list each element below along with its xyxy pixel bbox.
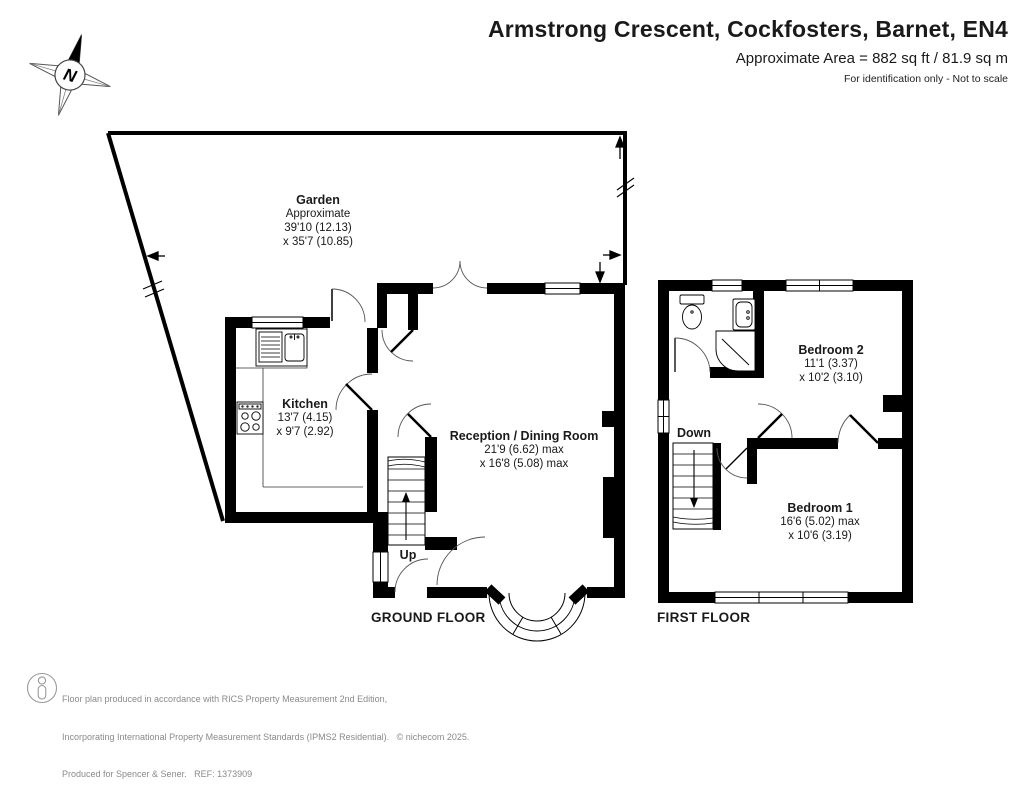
first-floor-doors xyxy=(674,337,879,479)
bedroom2-label: Bedroom 2 11'1 (3.37) x 10'2 (3.10) xyxy=(798,343,863,385)
garden-label: Garden Approximate 39'10 (12.13) x 35'7 … xyxy=(283,193,353,249)
stairs-down-label: Down xyxy=(677,426,712,440)
first-floor-stairs xyxy=(672,442,714,530)
footer-line1: Floor plan produced in accordance with R… xyxy=(62,694,388,704)
footer-disclaimer: Floor plan produced in accordance with R… xyxy=(62,668,469,793)
ground-floor-stairs xyxy=(387,456,426,546)
reception-dim2: x 16'8 (5.08) max xyxy=(479,458,569,470)
stairs-up-label: Up xyxy=(399,548,417,562)
bedroom1-label: Bedroom 1 16'6 (5.02) max x 10'6 (3.19) xyxy=(780,501,860,543)
bedroom1-dim1: 16'6 (5.02) max xyxy=(780,516,860,528)
garden-note: Approximate xyxy=(285,208,351,220)
garden-dimension-arrows xyxy=(146,135,625,284)
approximate-area: Approximate Area = 882 sq ft / 81.9 sq m xyxy=(735,50,1008,67)
page-title: Armstrong Crescent, Cockfosters, Barnet,… xyxy=(487,16,1008,42)
ground-floor-label: GROUND FLOOR xyxy=(371,610,486,625)
garden-dim2: x 35'7 (10.85) xyxy=(283,236,353,248)
bedroom2-name: Bedroom 2 xyxy=(798,343,864,357)
basin-icon xyxy=(732,298,756,331)
footer-line3: Produced for Spencer & Sener. REF: 13739… xyxy=(62,769,253,779)
kitchen-hob xyxy=(236,401,264,435)
ground-floor-walls xyxy=(225,283,625,598)
bedroom2-dim2: x 10'2 (3.10) xyxy=(799,372,863,384)
first-floor-windows xyxy=(657,279,854,604)
garden-name: Garden xyxy=(296,193,340,207)
svg-text:N: N xyxy=(61,65,79,87)
reception-dim1: 21'9 (6.62) max xyxy=(484,444,564,456)
first-floor-walls xyxy=(658,280,913,603)
kitchen-label: Kitchen 13'7 (4.15) x 9'7 (2.92) xyxy=(276,397,333,439)
kitchen-sink xyxy=(255,328,308,367)
shower-icon xyxy=(715,330,756,372)
floor-plan-canvas: N xyxy=(29,34,913,642)
plan-header: Armstrong Crescent, Cockfosters, Barnet,… xyxy=(488,16,1008,85)
kitchen-dim1: 13'7 (4.15) xyxy=(277,412,333,424)
compass-north-icon: N xyxy=(29,34,111,116)
person-badge-icon xyxy=(26,672,58,704)
garden-boundary xyxy=(106,131,627,522)
bedroom1-dim2: x 10'6 (3.19) xyxy=(788,530,852,542)
garden-dim1: 39'10 (12.13) xyxy=(284,222,352,234)
bay-window xyxy=(484,584,590,642)
bedroom2-dim1: 11'1 (3.37) xyxy=(804,358,858,370)
toilet-icon xyxy=(679,294,705,330)
disclaimer: For identification only - Not to scale xyxy=(844,73,1008,85)
garden-break-marks xyxy=(142,177,635,298)
footer-line2: Incorporating International Property Mea… xyxy=(62,731,470,742)
ground-floor-doors xyxy=(331,260,488,593)
reception-label: Reception / Dining Room 21'9 (6.62) max … xyxy=(450,429,599,471)
kitchen-name: Kitchen xyxy=(282,397,328,411)
first-floor-label: FIRST FLOOR xyxy=(657,610,751,625)
reception-name: Reception / Dining Room xyxy=(449,429,599,443)
bedroom1-name: Bedroom 1 xyxy=(787,501,853,515)
kitchen-dim2: x 9'7 (2.92) xyxy=(276,426,334,438)
ground-floor-windows xyxy=(251,282,581,583)
